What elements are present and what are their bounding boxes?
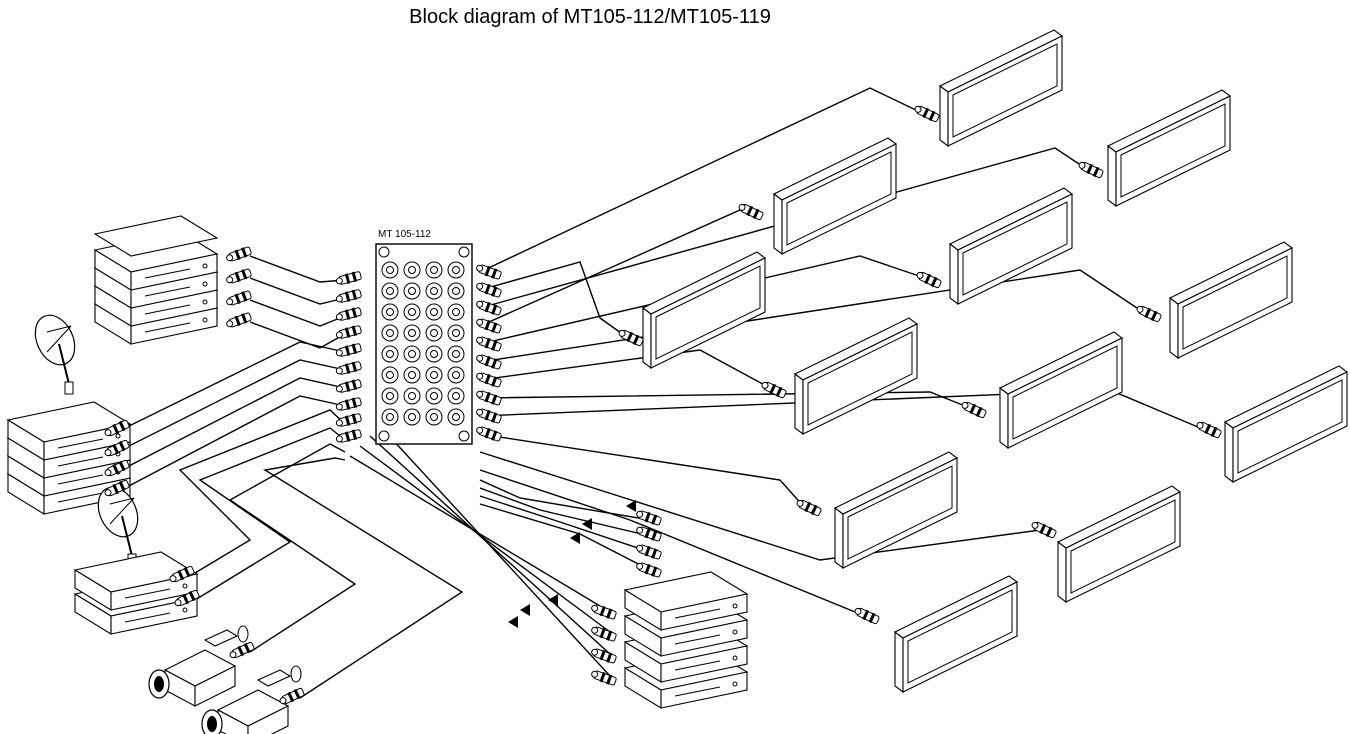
- panel-bnc-port: [381, 282, 399, 300]
- panel-label: MT 105-112: [378, 229, 431, 240]
- panel-bnc-port: [381, 324, 399, 342]
- bnc-connector: [759, 379, 788, 400]
- bnc-connector: [1134, 303, 1163, 324]
- panel-bnc-port: [381, 345, 399, 363]
- bnc-connector: [616, 327, 645, 348]
- bnc-connector: [1029, 519, 1058, 540]
- panel-bnc-port: [425, 261, 443, 279]
- panel-bnc-port: [425, 408, 443, 426]
- panel-bnc-grid: [378, 246, 470, 442]
- monitors: [642, 29, 1348, 693]
- rack-stack-bottom-right: [624, 571, 748, 709]
- bnc-connector: [474, 280, 503, 299]
- bnc-connector: [334, 269, 363, 287]
- bnc-connector: [634, 542, 663, 561]
- panel-bnc-port: [447, 387, 465, 405]
- panel-bnc-port: [447, 366, 465, 384]
- panel-bnc-port: [425, 387, 443, 405]
- panel-bnc-port: [381, 366, 399, 384]
- panel-bnc-port: [381, 408, 399, 426]
- rack-stack-top-left: [93, 215, 219, 345]
- panel-bnc-port: [425, 366, 443, 384]
- bnc-connector: [589, 668, 618, 687]
- panel-bnc-port: [447, 324, 465, 342]
- satellite-dish-1: [26, 307, 84, 395]
- camcorder-1: [148, 625, 249, 707]
- bnc-connector: [334, 411, 363, 429]
- bnc-connector: [589, 602, 618, 621]
- panel-bnc-port: [403, 303, 421, 321]
- panel-bnc-port: [381, 303, 399, 321]
- bnc-connector: [474, 316, 503, 335]
- bnc-connector: [634, 560, 663, 579]
- panel-bnc-port: [447, 261, 465, 279]
- bnc-connector: [959, 399, 988, 420]
- signal-arrows: [508, 500, 636, 628]
- bnc-connector: [334, 427, 363, 445]
- bnc-connector: [334, 305, 363, 323]
- panel-bnc-port: [381, 261, 399, 279]
- bnc-connector: [474, 424, 503, 443]
- mt105-112-panel: [375, 243, 473, 445]
- bnc-connector: [334, 359, 363, 377]
- bnc-connector: [227, 640, 256, 661]
- bnc-connector: [334, 395, 363, 413]
- panel-bnc-port: [403, 387, 421, 405]
- bnc-connector: [736, 201, 765, 222]
- panel-bnc-port: [403, 324, 421, 342]
- bnc-connector: [474, 352, 503, 371]
- panel-bnc-port: [447, 345, 465, 363]
- bnc-connector: [852, 605, 881, 626]
- panel-bnc-port: [403, 408, 421, 426]
- bnc-connector: [474, 388, 503, 407]
- bnc-connector: [589, 646, 618, 665]
- bnc-connector: [1194, 419, 1223, 440]
- panel-bnc-port: [425, 345, 443, 363]
- panel-bnc-port: [403, 366, 421, 384]
- bnc-connector: [1076, 159, 1105, 180]
- bnc-connector: [914, 269, 943, 290]
- diagram-title: Block diagram of MT105-112/MT105-119: [409, 6, 771, 28]
- bnc-connector: [474, 370, 503, 389]
- bnc-connector: [474, 298, 503, 317]
- panel-bnc-port: [403, 282, 421, 300]
- panel-bnc-port: [425, 282, 443, 300]
- panel-bnc-port: [425, 324, 443, 342]
- bnc-connector: [224, 311, 253, 330]
- bnc-connector: [334, 341, 363, 359]
- bnc-connector: [794, 497, 823, 518]
- bnc-connector: [224, 267, 253, 286]
- rack-stack-bottom-left: [74, 551, 198, 635]
- bnc-connector: [224, 245, 253, 264]
- panel-bnc-port: [447, 408, 465, 426]
- bnc-connector: [474, 262, 503, 281]
- panel-bnc-port: [447, 303, 465, 321]
- bnc-connector: [334, 287, 363, 305]
- bnc-connector: [277, 686, 306, 707]
- panel-bnc-port: [381, 387, 399, 405]
- panel-bnc-port: [425, 303, 443, 321]
- bnc-connector: [912, 103, 941, 124]
- bnc-connector: [474, 406, 503, 425]
- bnc-connector: [334, 323, 363, 341]
- bnc-connector: [224, 289, 253, 308]
- panel-bnc-port: [403, 345, 421, 363]
- bnc-connector: [334, 377, 363, 395]
- panel-bnc-port: [447, 282, 465, 300]
- bnc-connector: [474, 334, 503, 353]
- panel-bnc-port: [403, 261, 421, 279]
